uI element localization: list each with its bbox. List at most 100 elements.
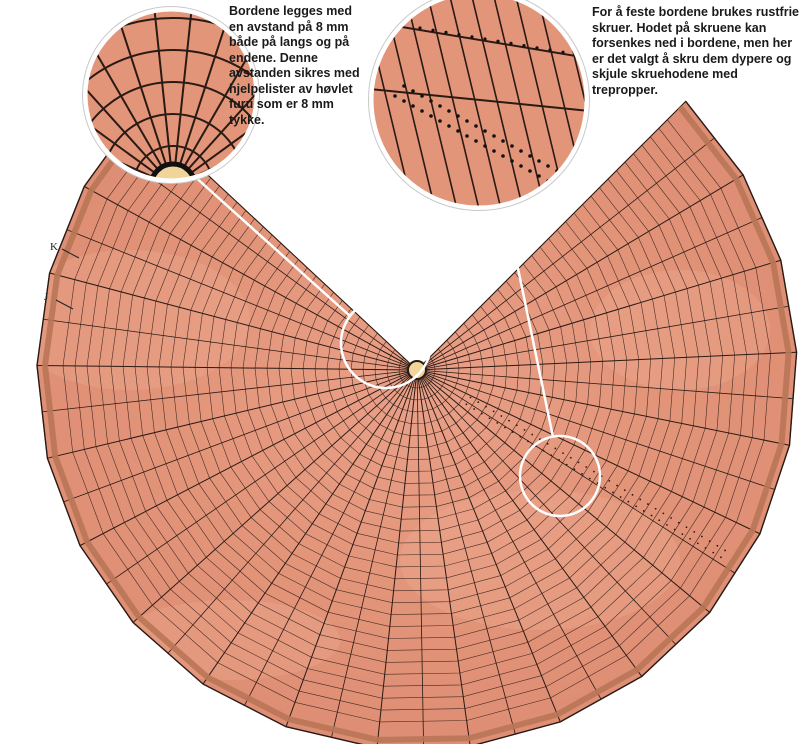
radial-joint-line (49, 272, 418, 371)
radial-joint-line (285, 369, 418, 727)
detail-joint (371, 87, 587, 113)
board-seam (194, 212, 640, 592)
detail-screw (546, 164, 550, 168)
deck-boards (37, 101, 797, 744)
screw-dot (658, 519, 661, 522)
screw-dot (635, 505, 637, 508)
detail-seam (423, 0, 485, 208)
detail-screw (420, 94, 424, 98)
screw-dot (673, 528, 676, 531)
screw-dot (681, 533, 684, 536)
detail-screw (509, 41, 513, 46)
radial-joint-line (132, 369, 418, 623)
radial-joint-line (416, 369, 643, 677)
radial-joint-line (416, 174, 744, 371)
screw-dot (654, 507, 657, 510)
center-post (407, 360, 427, 380)
callout-line-screws (503, 205, 555, 438)
detail-screw (438, 104, 442, 108)
screw-dot (677, 521, 680, 524)
detail-screw (483, 129, 487, 133)
caption-screws: For å feste bordene brukes rustfrie skru… (592, 5, 800, 97)
radial-joint-line (64, 228, 418, 371)
board-seam (122, 161, 712, 663)
screw-dot (596, 482, 599, 485)
callout-circle-screws (518, 434, 602, 518)
detail-rim (368, 0, 590, 211)
wood-grain-patch (590, 270, 770, 390)
radial-joint-line (84, 185, 418, 371)
screw-dot (585, 466, 588, 468)
board-seam (398, 357, 436, 389)
detail-seam (85, 81, 257, 181)
screw-dot (685, 526, 688, 529)
detail-screw (456, 129, 460, 133)
screw-dot (724, 549, 726, 552)
radial-joint-line (416, 369, 710, 613)
screw-dot (693, 530, 696, 533)
radial-joint-line (416, 305, 792, 371)
detail-screw (519, 164, 523, 168)
detail-screw (474, 139, 478, 143)
radial-joint-line (416, 369, 517, 737)
board-seam (146, 178, 688, 639)
detail-wood (85, 9, 257, 181)
callout-circle-center (339, 296, 433, 390)
radial-joint-line (416, 369, 796, 400)
screw-dot (581, 472, 583, 475)
board-seam (182, 204, 652, 604)
detail-screw (402, 99, 406, 103)
detail-joint (85, 79, 174, 181)
detail-seam (132, 145, 214, 181)
detail-screw (411, 89, 415, 93)
screw-dot (488, 417, 491, 420)
detail-rim (82, 6, 260, 184)
deck-plan (36, 100, 798, 744)
screw-dot (670, 517, 672, 519)
radial-joint-line (37, 364, 418, 371)
screw-dot (616, 484, 618, 487)
detail-screw (561, 50, 565, 54)
detail-screw (470, 35, 474, 39)
radial-joint-line (40, 318, 418, 371)
radial-joint-line (103, 369, 418, 586)
detail-screw (483, 144, 487, 148)
detail-screw (420, 109, 424, 113)
screw-dot (689, 537, 691, 540)
detail-wood (371, 0, 587, 208)
radial-joint-line (416, 369, 761, 535)
detail-joint (172, 9, 257, 181)
detail-post (148, 161, 198, 181)
detail-screw (483, 37, 487, 41)
detail-screw (456, 114, 460, 118)
detail-screw (444, 30, 448, 34)
detail-joint (172, 9, 255, 181)
board-seam (206, 221, 628, 580)
detail-screw (393, 94, 397, 98)
radial-joint-line (202, 369, 418, 685)
detail-screw (465, 119, 469, 123)
screw-dot (542, 449, 545, 452)
detail-screw (429, 99, 433, 103)
radial-joint-line (109, 146, 418, 371)
board-seam (110, 153, 724, 675)
detail-rim-outer (368, 0, 590, 211)
detail-screw (429, 114, 433, 118)
detail-seam (100, 113, 246, 181)
radial-joint-line (416, 369, 778, 491)
radial-joint-line (47, 369, 418, 459)
detail-screw (402, 84, 406, 88)
detail-screw (537, 174, 541, 178)
screw-dot (562, 452, 564, 454)
radial-joint-line (416, 369, 738, 575)
screw-dot (473, 408, 475, 410)
callout-line-center (192, 174, 351, 317)
detail-screw (537, 159, 541, 163)
detail-joint (172, 9, 257, 181)
detail-screw (535, 46, 539, 50)
screw-dot (569, 456, 572, 459)
screw-dot (704, 547, 707, 549)
caption-spacing: Bordene legges med en avstand på 8 mm bå… (229, 4, 360, 127)
detail-rim-outer (82, 6, 260, 184)
